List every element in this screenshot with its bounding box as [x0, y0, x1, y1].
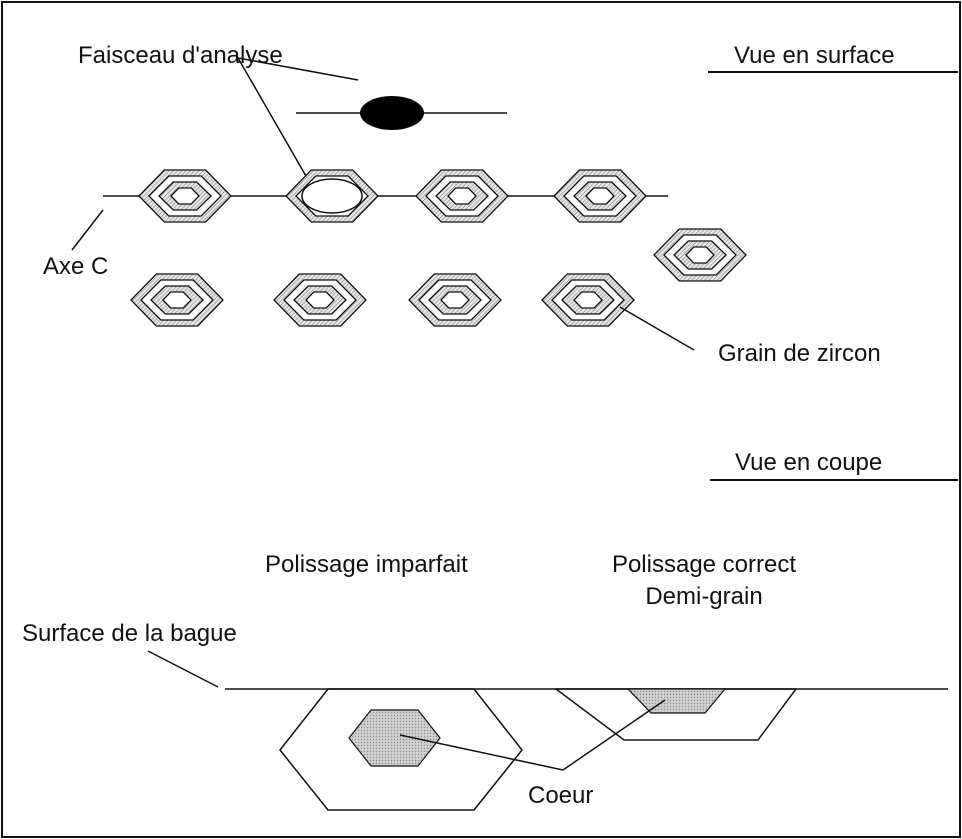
zircon-grain [408, 273, 502, 327]
leader-surface-bague [147, 650, 219, 688]
core-correct [626, 688, 727, 714]
zircon-grains-surface [130, 169, 747, 327]
zircon-grain [415, 169, 509, 223]
core-imperfect [348, 709, 441, 767]
crystal-zone [440, 291, 470, 309]
leader-coeur-2 [562, 699, 666, 771]
label-demi-grain: Demi-grain [645, 583, 762, 610]
label-vue-en-coupe: Vue en coupe [735, 449, 882, 476]
leader-axe-c [71, 209, 104, 251]
leader-faisceau-1 [237, 57, 359, 81]
label-grain-de-zircon: Grain de zircon [718, 340, 881, 367]
analysis-beam [360, 96, 424, 130]
zircon-grain [138, 169, 232, 223]
zircon-grain [541, 273, 635, 327]
leader-faisceau-2 [237, 57, 311, 184]
label-vue-en-surface: Vue en surface [734, 42, 895, 69]
zircon-grain [273, 273, 367, 327]
crystal-zone [685, 246, 715, 264]
zircon-grain [130, 273, 224, 327]
crystal-zone [585, 187, 615, 205]
crystal-zone [305, 291, 335, 309]
label-faisceau: Faisceau d'analyse [78, 42, 283, 69]
crystal-zone [162, 291, 192, 309]
label-axe-c: Axe C [43, 253, 108, 280]
label-coeur: Coeur [528, 782, 593, 809]
crystal-zone [447, 187, 477, 205]
label-polissage-imparfait: Polissage imparfait [265, 551, 468, 578]
zircon-grain-analyzed [285, 169, 379, 223]
zircon-grain [553, 169, 647, 223]
grain-section-imperfect [279, 688, 523, 811]
analysis-spot [301, 178, 363, 214]
zircon-grain [653, 228, 747, 282]
leader-grain [619, 306, 695, 351]
label-polissage-correct: Polissage correct [612, 551, 796, 578]
leader-coeur-1 [399, 734, 564, 771]
label-surface-bague: Surface de la bague [22, 620, 237, 647]
crystal-zone [573, 291, 603, 309]
crystal-zone [170, 187, 200, 205]
